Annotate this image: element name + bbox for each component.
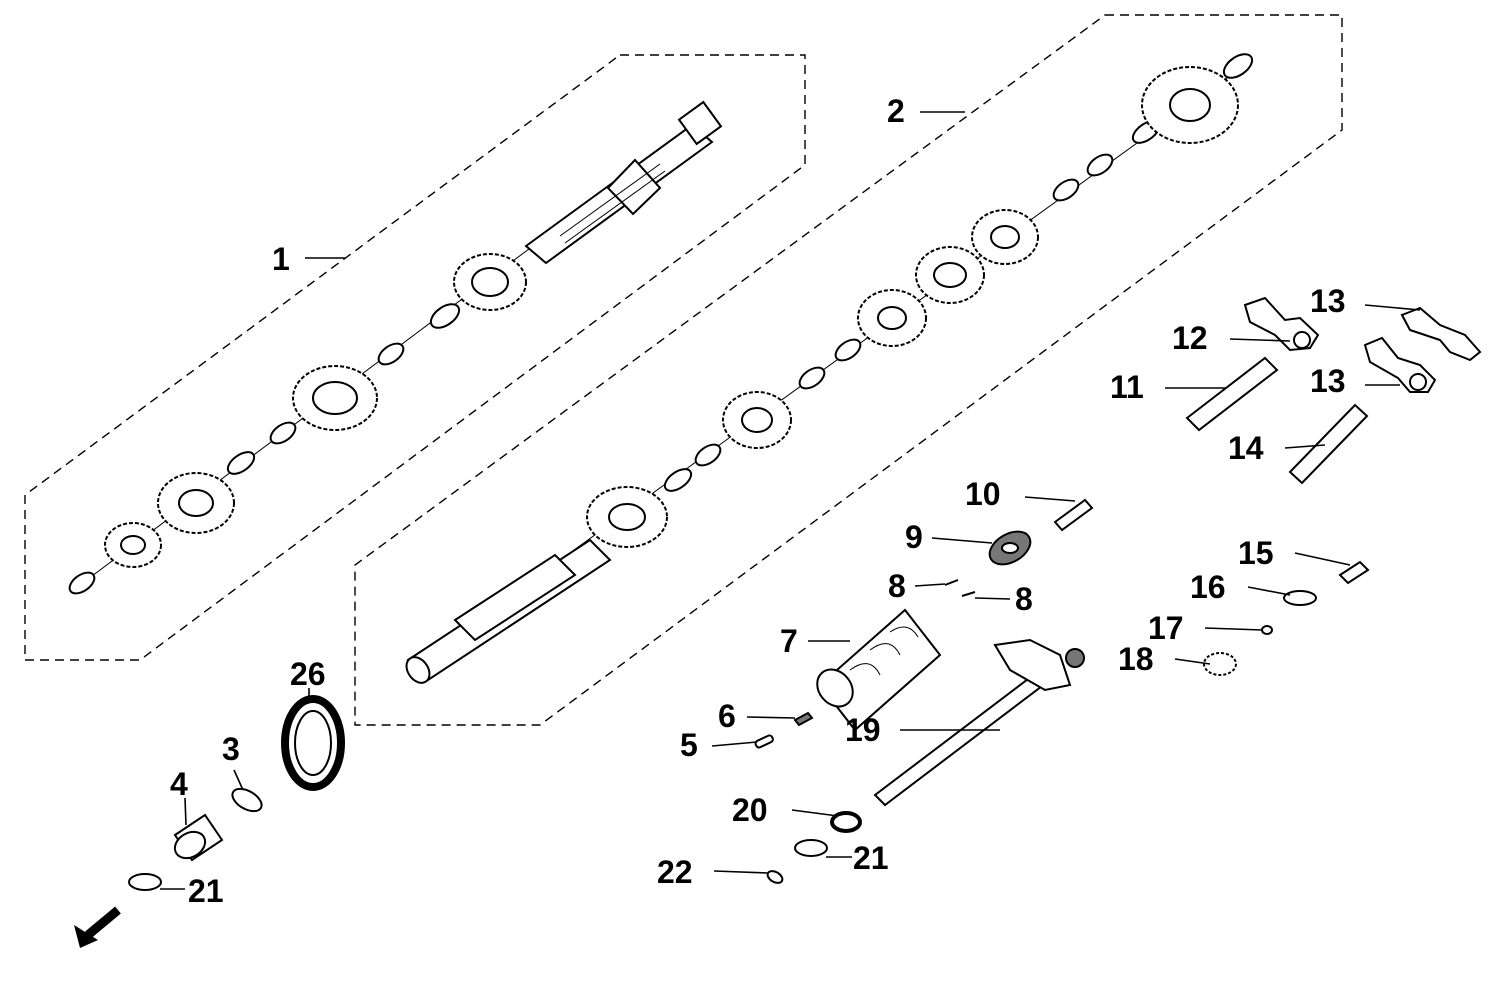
countershaft-washer-a <box>429 303 461 329</box>
detent-pin <box>754 734 774 749</box>
callout-3: 3 <box>222 731 240 767</box>
mainshaft-gear-d <box>915 246 985 304</box>
shift-fork-13-upper <box>1400 306 1482 362</box>
arrow-down-left-icon <box>74 906 121 948</box>
mainshaft-bearing-washer <box>1222 53 1254 79</box>
leader-lines <box>160 111 1421 890</box>
countershaft <box>524 100 723 265</box>
countershaft-gear-a <box>453 253 527 311</box>
washer-21-left <box>128 873 162 891</box>
callout-7: 7 <box>780 623 798 659</box>
callout-5: 5 <box>680 727 698 763</box>
callout-13-upper: 13 <box>1310 283 1346 319</box>
mainshaft-gear-a <box>586 486 668 548</box>
mainshaft-washer-a <box>663 468 693 492</box>
mainshaft-washer-f <box>1086 153 1114 177</box>
callout-15: 15 <box>1238 535 1274 571</box>
oil-seal-20 <box>830 811 862 833</box>
callout-17: 17 <box>1148 610 1184 646</box>
countershaft-washer-d <box>226 451 256 475</box>
mainshaft-assembly <box>405 53 1254 684</box>
countershaft-gear-b <box>292 365 378 431</box>
callout-16: 16 <box>1190 569 1226 605</box>
mainshaft-washer-e <box>1052 178 1080 202</box>
countershaft-washer-b <box>377 342 405 366</box>
washer-3 <box>231 787 263 813</box>
gearshift-shaft <box>873 638 1085 807</box>
callout-8-upper: 8 <box>888 568 906 604</box>
callout-12: 12 <box>1172 320 1208 356</box>
mainshaft-group-frame <box>354 14 1343 726</box>
callout-21-left: 21 <box>188 873 224 909</box>
return-spring <box>1203 652 1237 676</box>
callout-4: 4 <box>170 766 188 802</box>
callout-labels: 1 2 3 4 5 6 7 8 8 9 10 11 12 13 13 14 15… <box>170 93 1346 909</box>
callout-13-lower: 13 <box>1310 363 1346 399</box>
countershaft-group-frame <box>24 54 806 661</box>
washer-21-right <box>794 839 828 857</box>
callout-1: 1 <box>272 241 290 277</box>
mainshaft <box>405 538 612 684</box>
fork-shaft-11 <box>1185 356 1279 432</box>
countershaft-gear-c <box>157 472 235 534</box>
circlip-22 <box>766 870 784 884</box>
callout-9: 9 <box>905 519 923 555</box>
detent-spring <box>793 711 814 727</box>
mainshaft-washer-c <box>798 366 826 390</box>
collar-17 <box>1261 625 1273 635</box>
stopper-bolt <box>1338 560 1370 585</box>
segment-bolt <box>1053 498 1094 532</box>
mainshaft-gear-f <box>1141 66 1239 144</box>
callout-26: 26 <box>290 656 326 692</box>
countershaft-gear-d <box>104 522 162 568</box>
oil-seal-26 <box>281 695 345 791</box>
countershaft-assembly <box>68 100 723 595</box>
callout-20: 20 <box>732 792 768 828</box>
dowel-pin-8-lower <box>961 591 976 597</box>
countershaft-circlip <box>68 571 96 595</box>
countershaft-washer-c <box>269 421 297 445</box>
mainshaft-gear-e <box>971 209 1039 265</box>
mainshaft-gear-b <box>722 391 792 449</box>
stopper-arm <box>1283 590 1317 606</box>
callout-18: 18 <box>1118 641 1154 677</box>
callout-21-right: 21 <box>853 840 889 876</box>
callout-8-lower: 8 <box>1015 581 1033 617</box>
shift-drum <box>816 608 942 732</box>
dowel-pin-8-upper <box>944 579 959 586</box>
callout-14: 14 <box>1228 430 1264 466</box>
callout-6: 6 <box>718 698 736 734</box>
mainshaft-gear-c <box>857 289 927 347</box>
callout-2: 2 <box>887 93 905 129</box>
callout-11: 11 <box>1110 369 1144 405</box>
mainshaft-washer-d <box>834 338 862 362</box>
shift-fork-12 <box>1243 296 1320 352</box>
callout-19: 19 <box>845 712 881 748</box>
mainshaft-washer-b <box>694 443 722 467</box>
collar-4 <box>173 813 224 862</box>
shift-fork-13-lower <box>1363 336 1437 393</box>
callout-22: 22 <box>657 854 693 890</box>
fork-shaft-14 <box>1288 403 1369 485</box>
callout-10: 10 <box>965 476 1001 512</box>
drum-segment-plate <box>988 530 1032 566</box>
